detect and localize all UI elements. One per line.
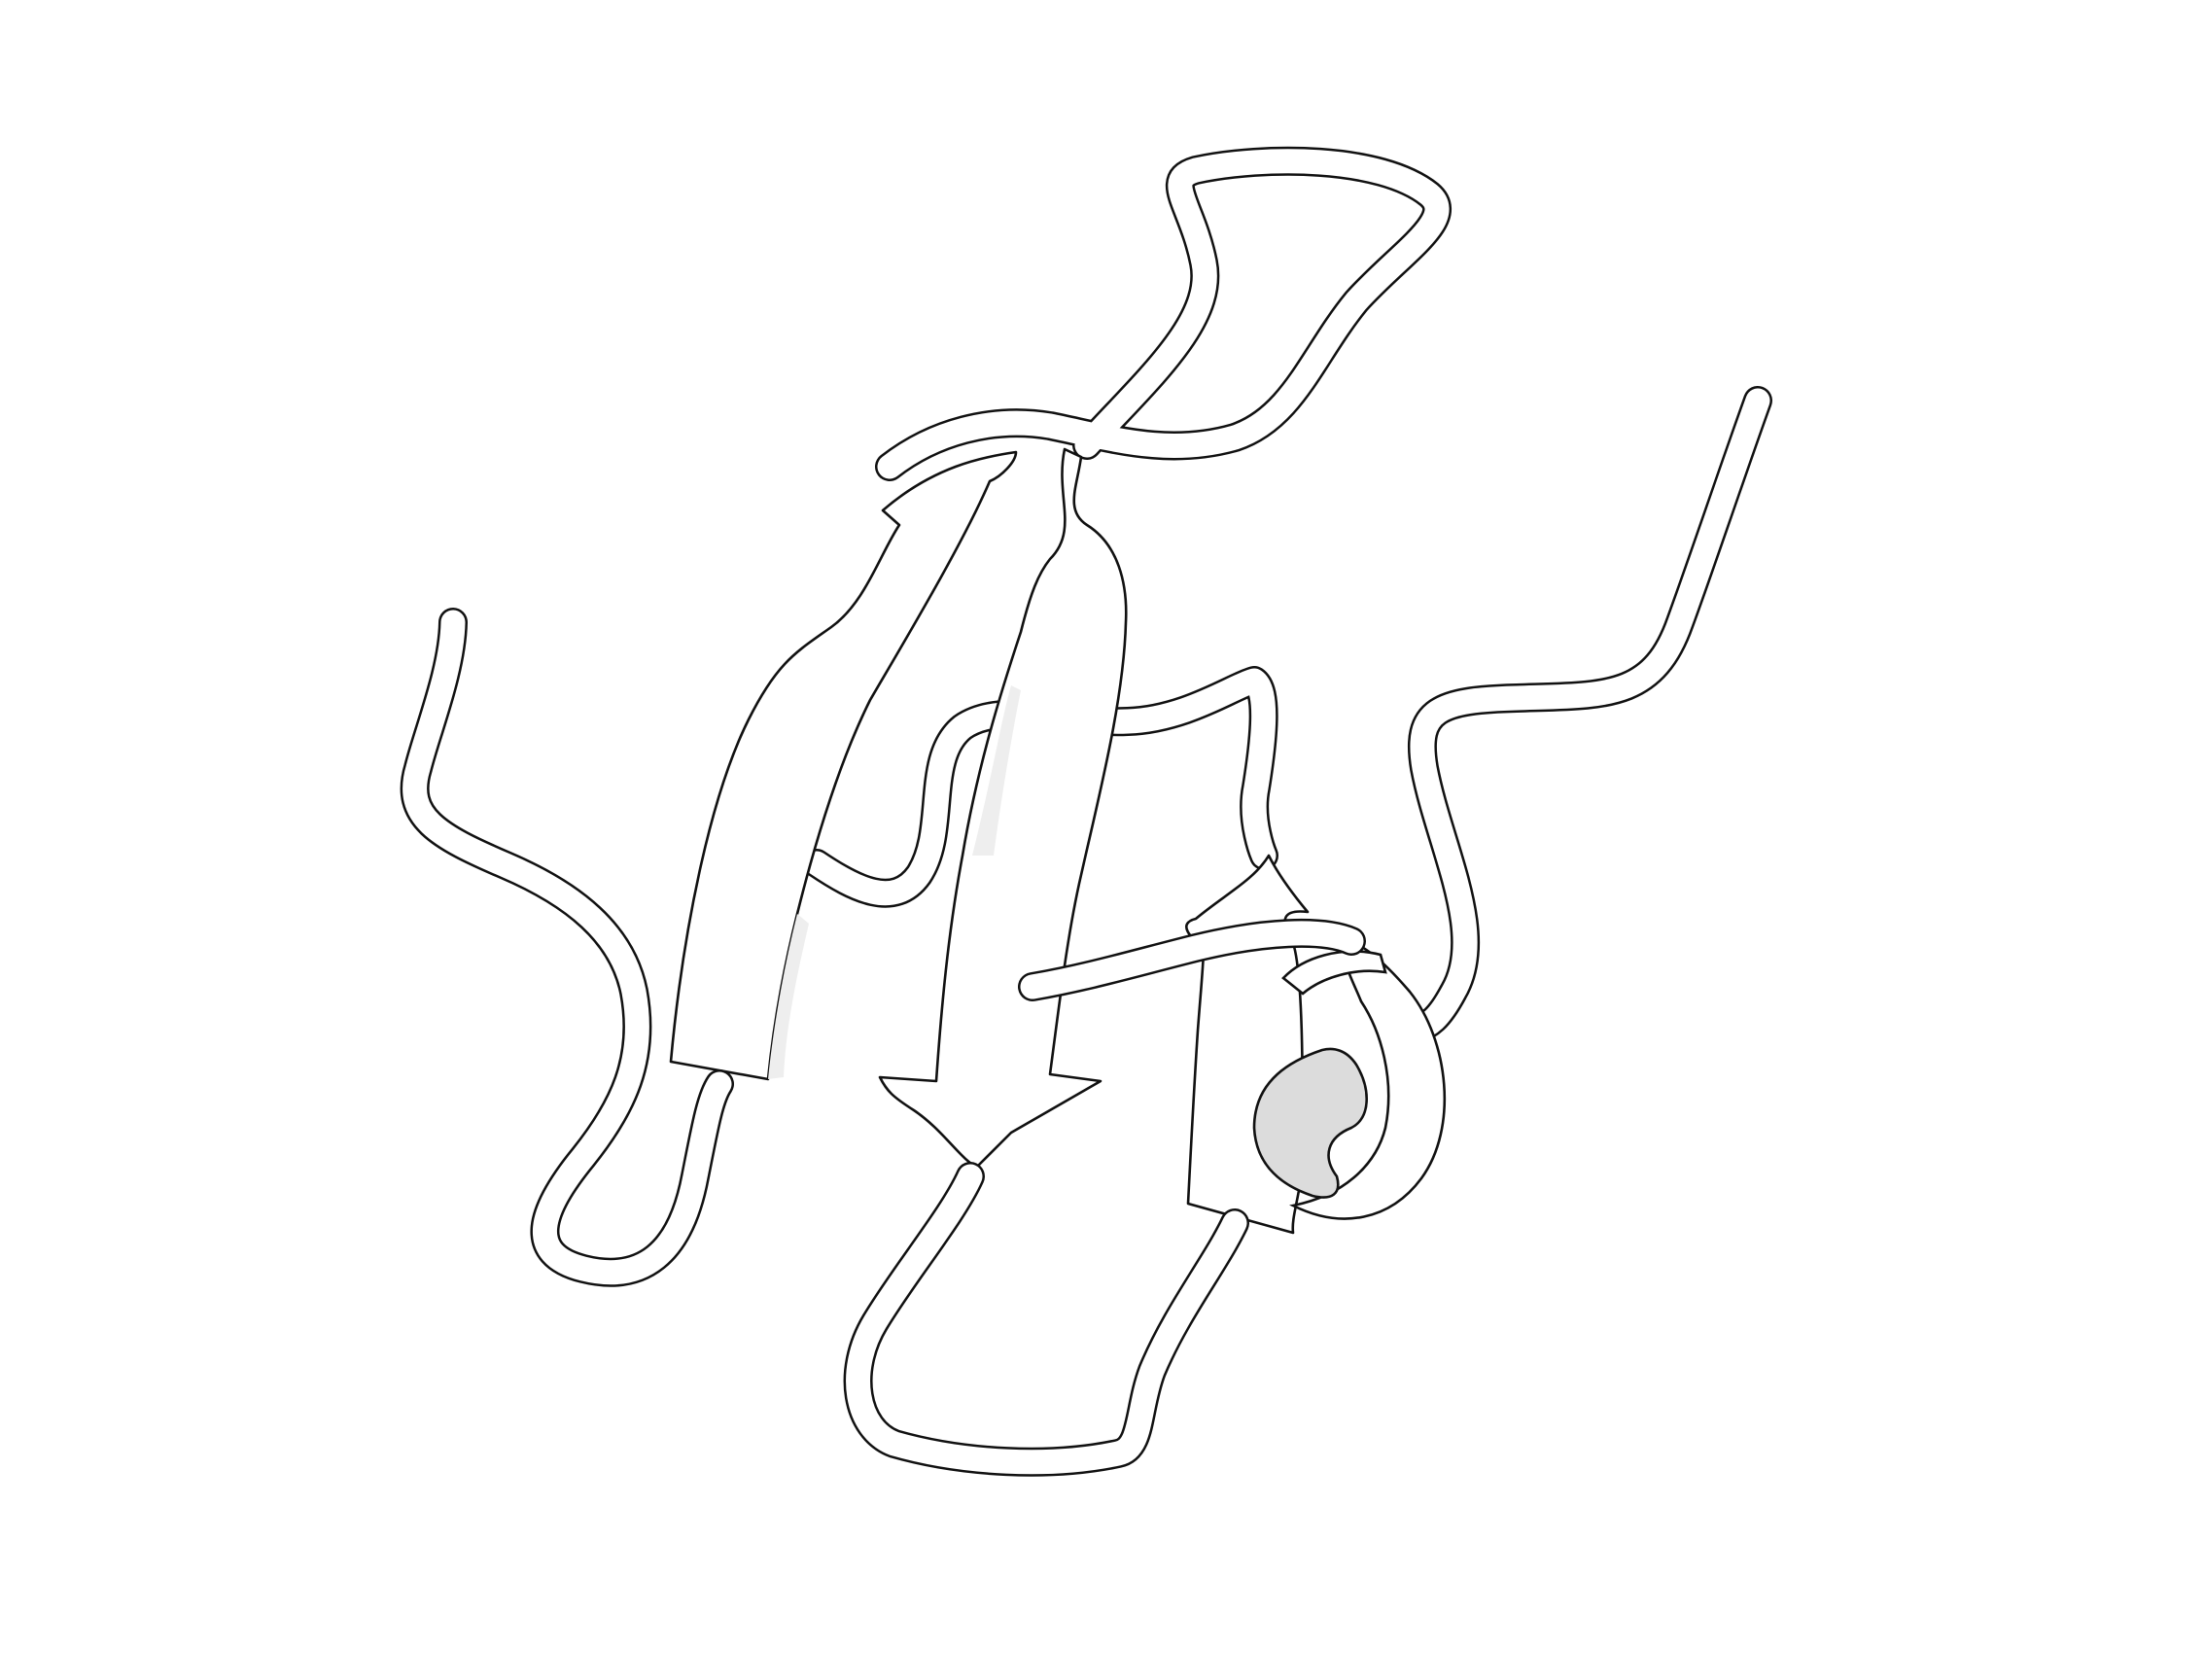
coil-top-loop — [875, 146, 1452, 481]
coil-layer-front — [400, 608, 1366, 1477]
coil-left-tail — [400, 608, 734, 1287]
coil-right-tail — [1400, 386, 1772, 1045]
beta-strand-2 — [878, 447, 1128, 1169]
coil-to-helix — [1018, 918, 1366, 1001]
beta-strand-1 — [669, 450, 1018, 1081]
coil-bottom-loop — [843, 1162, 1249, 1477]
